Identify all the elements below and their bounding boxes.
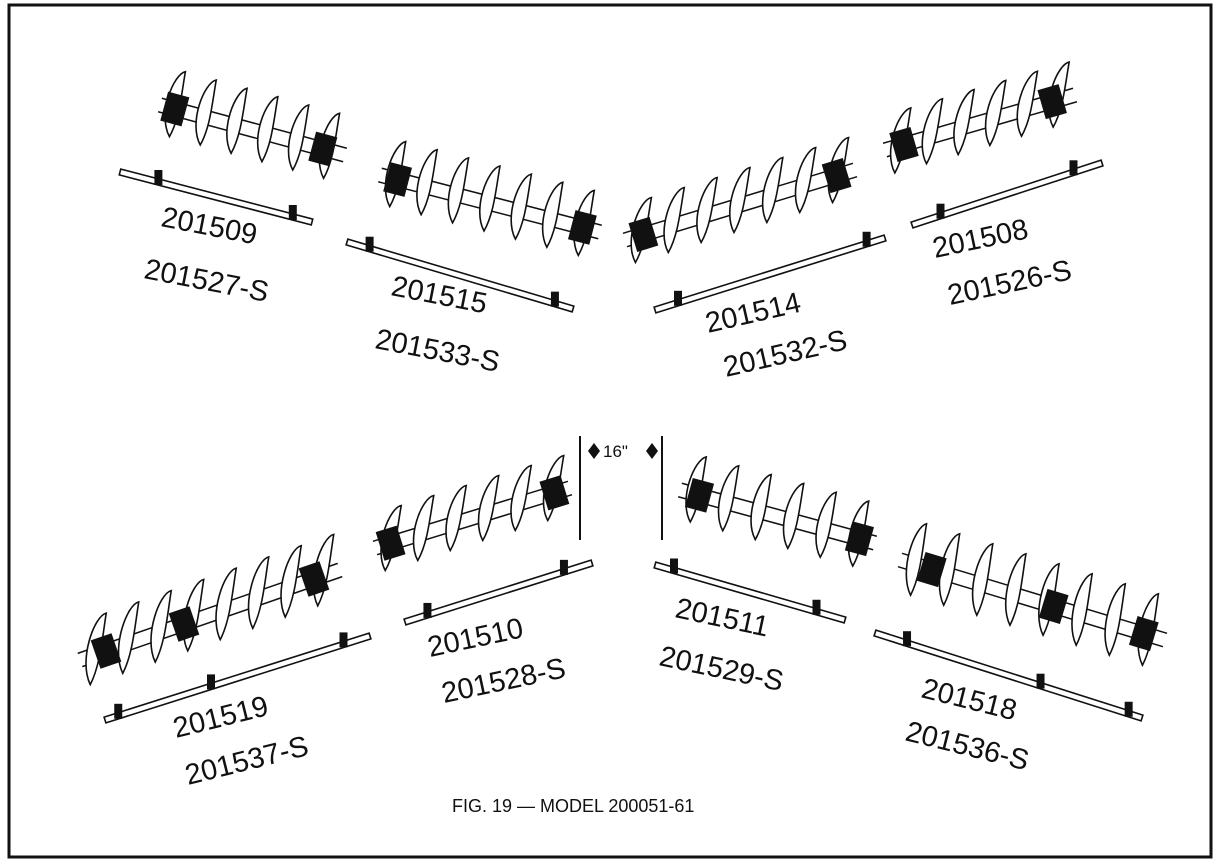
bearing [1128, 616, 1159, 652]
bearing [844, 521, 874, 557]
gang-drawing [77, 533, 372, 724]
clamp [674, 290, 682, 306]
gang-drawing [873, 522, 1168, 722]
bearing [90, 633, 122, 669]
bearing [1037, 84, 1067, 120]
disc-blade [794, 146, 817, 215]
bearing [375, 525, 406, 561]
clamp [207, 674, 215, 690]
clamp [812, 599, 821, 615]
frame-bar [103, 632, 372, 724]
disc-blade [1005, 552, 1027, 628]
clamp [365, 236, 374, 252]
clamp [1036, 673, 1045, 689]
clamp [550, 291, 559, 307]
disc-blade [663, 186, 686, 255]
clamp [114, 703, 123, 719]
disc-blade [226, 87, 249, 155]
gang-drawing [653, 455, 878, 624]
disc-blade [447, 156, 470, 225]
frame-bar [118, 168, 314, 226]
disc-blade [510, 464, 533, 533]
frame-bar [653, 561, 847, 624]
bearing [889, 127, 919, 162]
clamp [559, 559, 568, 575]
bearing [684, 477, 715, 513]
clamp [288, 205, 297, 220]
disc-blade [215, 567, 238, 642]
gang-drawing [118, 70, 348, 226]
disc-blade [256, 95, 279, 164]
disc-blade [750, 473, 773, 542]
spacing-dimension: 16" [579, 436, 663, 540]
disc-blade [280, 544, 303, 619]
bearing [308, 131, 338, 167]
disc-blade [782, 482, 805, 551]
clamp [862, 231, 871, 247]
disc-blade [541, 181, 564, 249]
disc-blade [150, 589, 173, 664]
bearing [1038, 588, 1069, 624]
disc-blade [195, 78, 218, 147]
gang-drawing [345, 140, 602, 313]
bearing [567, 210, 597, 245]
disc-blade [921, 97, 944, 166]
disc-blade [905, 522, 928, 598]
clamp [903, 631, 912, 647]
disc-blade [510, 173, 533, 241]
clamp [154, 170, 163, 185]
bearing [628, 216, 659, 252]
disc-blade [478, 164, 501, 233]
disc-blade [247, 555, 270, 631]
disc-blade [1016, 70, 1039, 138]
bearing [383, 162, 413, 197]
disc-blade [117, 600, 140, 676]
bearing [539, 475, 570, 511]
bearing [916, 552, 947, 588]
disc-blade [971, 542, 994, 618]
clamp [670, 558, 678, 574]
clamp [936, 203, 945, 219]
arrow-left-icon [588, 443, 600, 459]
disc-blade [412, 494, 435, 563]
diagram-border [7, 3, 1213, 859]
frame-bar [403, 559, 594, 626]
disc-blade [477, 474, 500, 543]
gang-drawing [882, 61, 1104, 229]
disc-blade [1104, 582, 1127, 658]
disc-blade [696, 176, 719, 245]
figure-caption: FIG. 19 — MODEL 200051-61 [452, 796, 694, 816]
frame-bar [345, 238, 575, 313]
gang-drawing [372, 454, 594, 626]
disc-blade [445, 484, 468, 553]
disc-blade [953, 88, 976, 157]
frame-bar [653, 234, 887, 314]
clamp [1124, 701, 1133, 717]
bearing [821, 158, 852, 194]
frame-bar [873, 629, 1144, 722]
disc-blade [984, 79, 1007, 148]
bearing [160, 91, 190, 127]
disc-blade [287, 103, 310, 172]
clamp [1069, 160, 1078, 176]
gang-drawing [622, 136, 887, 314]
bearing [168, 606, 200, 642]
disc-blade [761, 156, 784, 225]
disc-blade [815, 491, 838, 559]
disc-blade [728, 166, 751, 235]
disc-blade [717, 464, 740, 533]
disc-blade [416, 148, 439, 217]
clamp [423, 602, 432, 618]
spacing-label: 16" [603, 442, 628, 461]
arrow-right-icon [646, 443, 658, 459]
frame-bar [910, 159, 1104, 229]
clamp [339, 632, 348, 648]
disc-blade [1071, 572, 1094, 648]
bearing [298, 561, 330, 597]
